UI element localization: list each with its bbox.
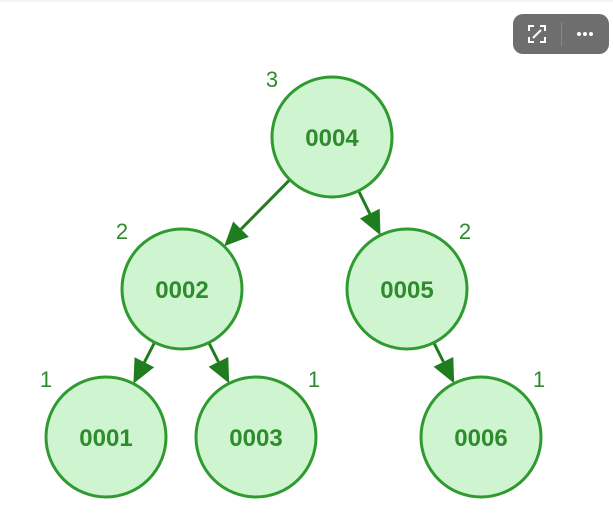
edge-n2-n1 bbox=[133, 341, 156, 384]
tree-node-0003: 0003 1 bbox=[194, 367, 320, 499]
node-circle bbox=[44, 375, 168, 499]
node-label: 0005 bbox=[380, 277, 433, 304]
edge-line bbox=[239, 178, 291, 231]
edge-n2-n3 bbox=[207, 341, 230, 384]
top-edge bbox=[0, 0, 613, 2]
tree-node-0002: 0002 2 bbox=[116, 219, 244, 351]
node-circle bbox=[270, 75, 394, 199]
edge-n4-n5 bbox=[357, 190, 381, 236]
node-label: 0003 bbox=[229, 425, 282, 452]
node-label: 0004 bbox=[305, 125, 359, 152]
tree-node-0006: 0006 1 bbox=[419, 367, 545, 499]
node-circle bbox=[345, 227, 469, 351]
edge-n5-n6 bbox=[432, 341, 455, 384]
node-circle bbox=[419, 375, 543, 499]
tree-node-0001: 0001 1 bbox=[40, 367, 168, 499]
more-icon bbox=[577, 32, 594, 36]
node-label: 0002 bbox=[155, 277, 208, 304]
nodes-layer: 0004 3 0002 2 0005 2 0001 1 0003 1 0006 1 bbox=[40, 67, 545, 499]
diagram-toolbar bbox=[513, 14, 609, 54]
tree-node-0004: 0004 3 bbox=[266, 67, 394, 199]
node-height-label: 1 bbox=[533, 367, 545, 392]
arrow-head bbox=[433, 356, 455, 384]
node-label: 0001 bbox=[79, 425, 132, 452]
node-label: 0006 bbox=[454, 425, 507, 452]
node-height-label: 1 bbox=[308, 367, 320, 392]
edge-line bbox=[143, 341, 156, 363]
arrow-head bbox=[133, 357, 155, 384]
edge-line bbox=[207, 341, 220, 363]
arrow-head bbox=[208, 356, 230, 384]
node-height-label: 2 bbox=[459, 219, 471, 244]
edge-n4-n2 bbox=[224, 178, 291, 247]
edge-line bbox=[432, 341, 445, 363]
arrow-head bbox=[359, 208, 381, 236]
toolbar-divider bbox=[560, 22, 562, 46]
edge-line bbox=[357, 190, 372, 215]
node-circle bbox=[194, 375, 318, 499]
more-button[interactable] bbox=[561, 14, 609, 54]
edges-layer bbox=[133, 178, 455, 384]
node-circle bbox=[120, 227, 244, 351]
tree-node-0005: 0005 2 bbox=[345, 219, 471, 351]
node-height-label: 1 bbox=[40, 367, 52, 392]
expand-icon bbox=[527, 25, 546, 43]
expand-button[interactable] bbox=[513, 14, 561, 54]
node-height-label: 3 bbox=[266, 67, 278, 92]
node-height-label: 2 bbox=[116, 219, 128, 244]
arrow-head bbox=[224, 221, 249, 247]
